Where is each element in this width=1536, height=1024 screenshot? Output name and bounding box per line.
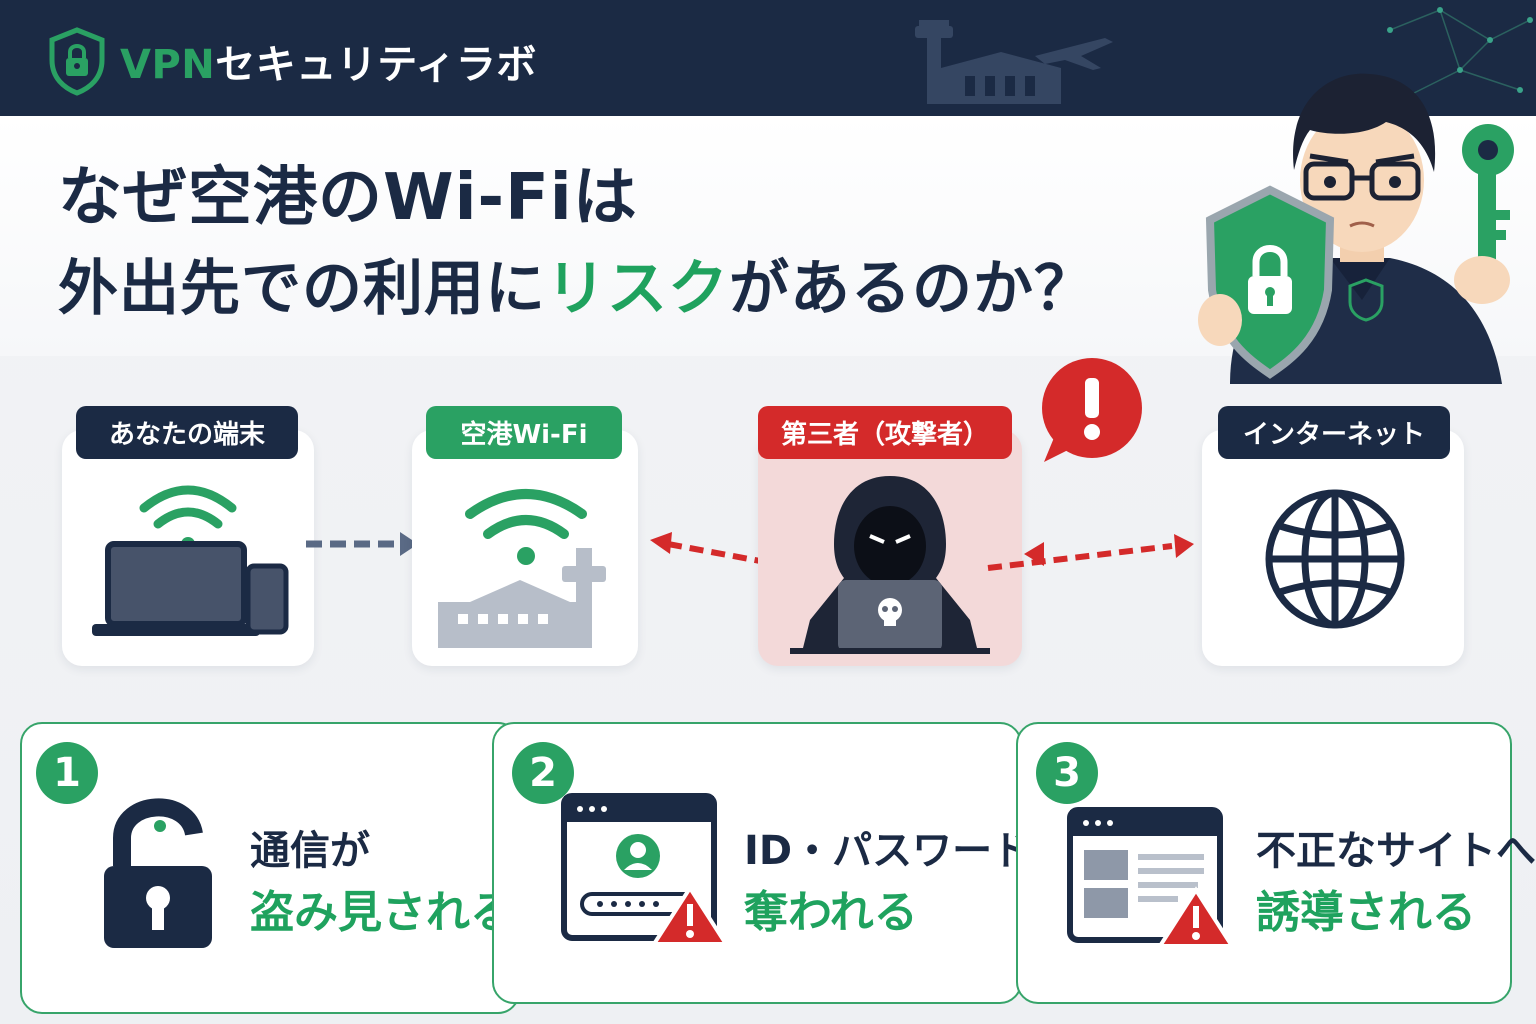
risk-line1: 通信が <box>250 828 370 874</box>
brand-name-rest: セキュリティラボ <box>215 42 537 88</box>
airport-wifi-icon <box>438 489 606 648</box>
title-accent-text: リスク <box>546 254 729 324</box>
alert-bubble-icon <box>1042 358 1142 462</box>
fake-site-window-icon <box>1067 807 1236 948</box>
header-band <box>0 0 1536 116</box>
hooded-hacker-icon <box>790 476 990 654</box>
airport-plane-icon <box>915 20 1113 104</box>
page-title-line2: 外出先での利用にリスクがあるのか？ <box>58 240 1095 327</box>
brand-name: VPNセキュリティラボ <box>120 32 537 90</box>
risk-line2: 盗み見される <box>250 887 514 938</box>
broken-padlock-icon <box>104 798 212 948</box>
network-lines-icon <box>1387 7 1533 98</box>
risk-number-badge: 2 <box>512 742 574 804</box>
risk-line2: 誘導される <box>1256 887 1476 938</box>
brand: VPNセキュリティラボ <box>46 26 537 96</box>
laptop-phone-wifi-icon <box>92 485 289 636</box>
globe-icon <box>1265 489 1405 629</box>
risk-line1: 不正なサイトへ <box>1256 828 1536 874</box>
title-text: があるのか？ <box>729 254 1095 324</box>
security-expert-character <box>1198 73 1514 384</box>
page-title-line1: なぜ空港のWi-Fiは <box>58 161 638 235</box>
airport-wifi-label: 空港Wi-Fi <box>426 406 622 459</box>
risk-line2: 奪われる <box>744 887 918 938</box>
risk-number-badge: 1 <box>36 742 98 804</box>
red-dashed-arrow-icon <box>987 534 1194 571</box>
risk-number-badge: 3 <box>1036 742 1098 804</box>
attacker-label: 第三者（攻撃者） <box>758 406 1012 459</box>
login-window-icon <box>561 793 730 946</box>
shield-lock-icon <box>46 26 108 96</box>
device-label: あなたの端末 <box>76 406 298 459</box>
dashed-arrow-icon <box>306 532 418 556</box>
brand-name-accent: VPN <box>120 42 216 88</box>
risk-panel-1 <box>20 722 520 1014</box>
title-text: 外出先での利用に <box>58 254 546 324</box>
internet-label: インターネット <box>1218 406 1450 459</box>
